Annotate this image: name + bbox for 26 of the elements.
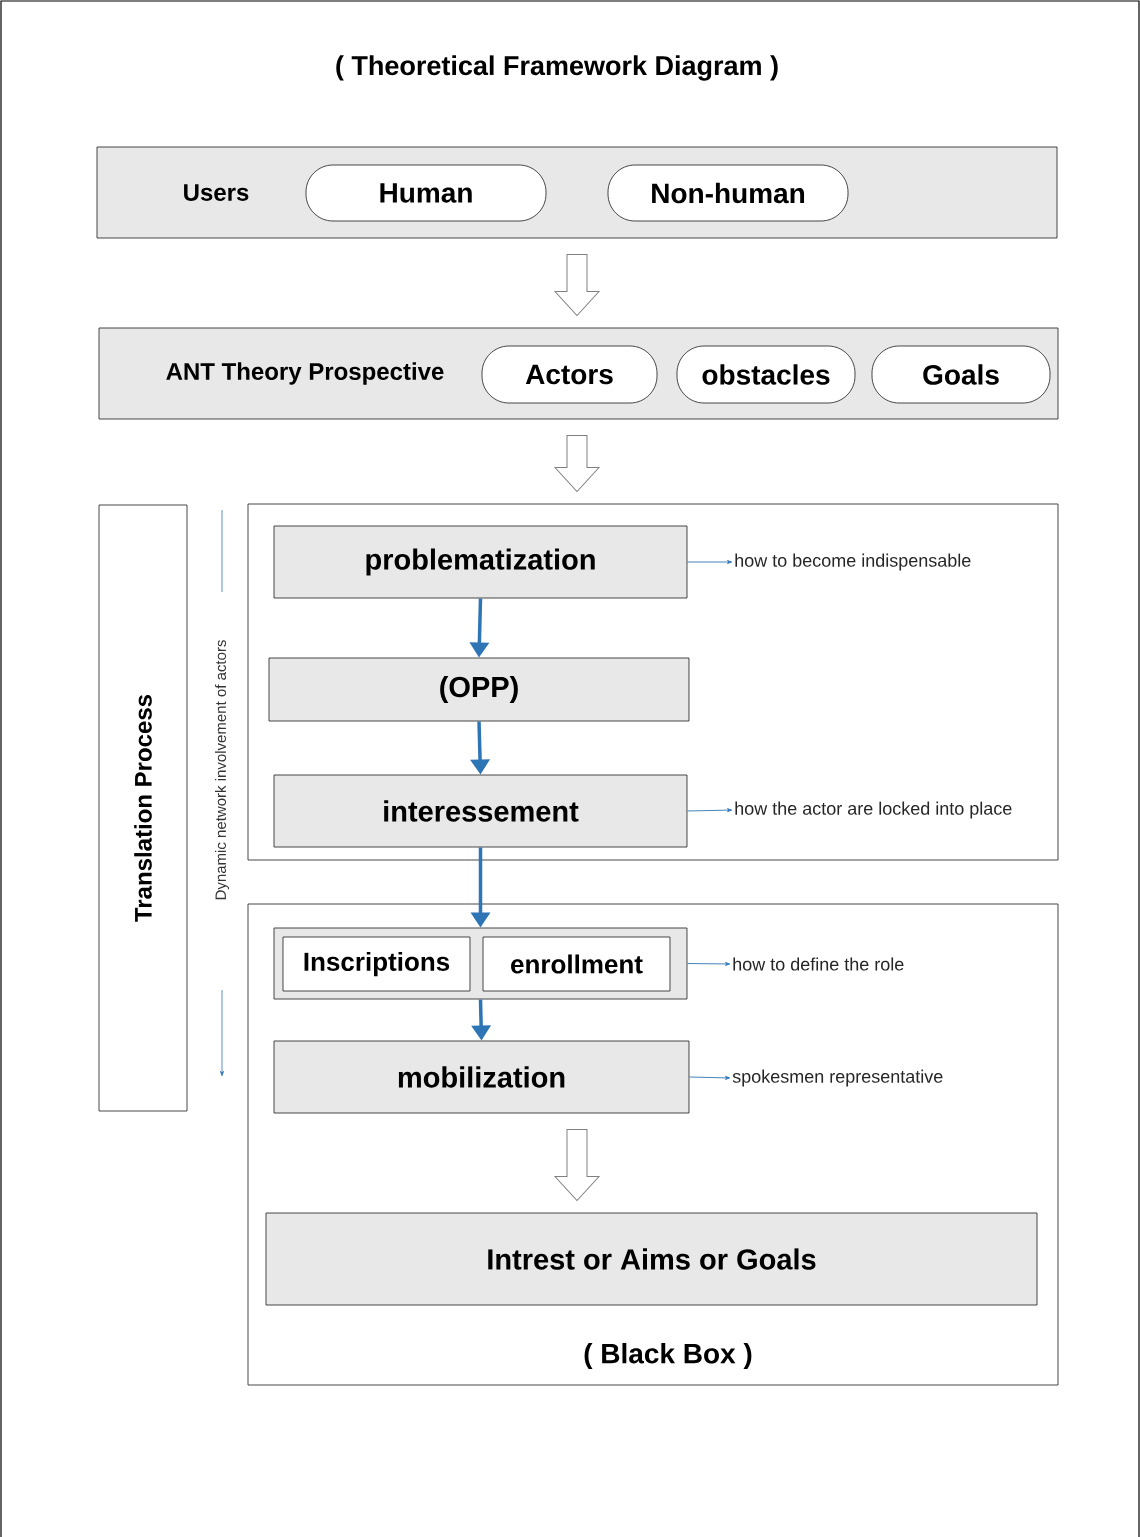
title: ( Theoretical Framework Diagram ) (336, 55, 778, 81)
rounded-box: Non-human (607, 164, 849, 222)
block-arrow (554, 434, 600, 493)
side-note: how the actor are locked into place (735, 801, 1012, 819)
arrow (687, 962, 731, 966)
process-box: Inscriptions (282, 936, 471, 992)
side-note: how to become indispensable (735, 553, 971, 571)
process-box: interessement (273, 774, 688, 848)
process-box: enrollment (482, 936, 671, 992)
rounded-box: obstacles (676, 345, 856, 404)
block-arrow (554, 1128, 600, 1202)
arrow (687, 808, 733, 813)
block-arrow (554, 253, 600, 317)
rounded-box: Actors (481, 345, 658, 404)
process-box: mobilization (273, 1040, 690, 1114)
process-box: Intrest or Aims or Goals (265, 1212, 1038, 1306)
process-box: (OPP) (268, 657, 690, 722)
rounded-box: Goals (871, 345, 1051, 404)
arrow (689, 1075, 731, 1080)
side-note: spokesmen representative (732, 1069, 943, 1087)
vertical-label-box: Translation Process (98, 504, 188, 1112)
arrow (687, 560, 733, 564)
side-note: how to define the role (733, 957, 904, 971)
vertical-label: Dynamic network involvement of actors (215, 640, 229, 900)
process-box: problematization (273, 525, 688, 599)
rounded-box: Human (305, 164, 547, 222)
